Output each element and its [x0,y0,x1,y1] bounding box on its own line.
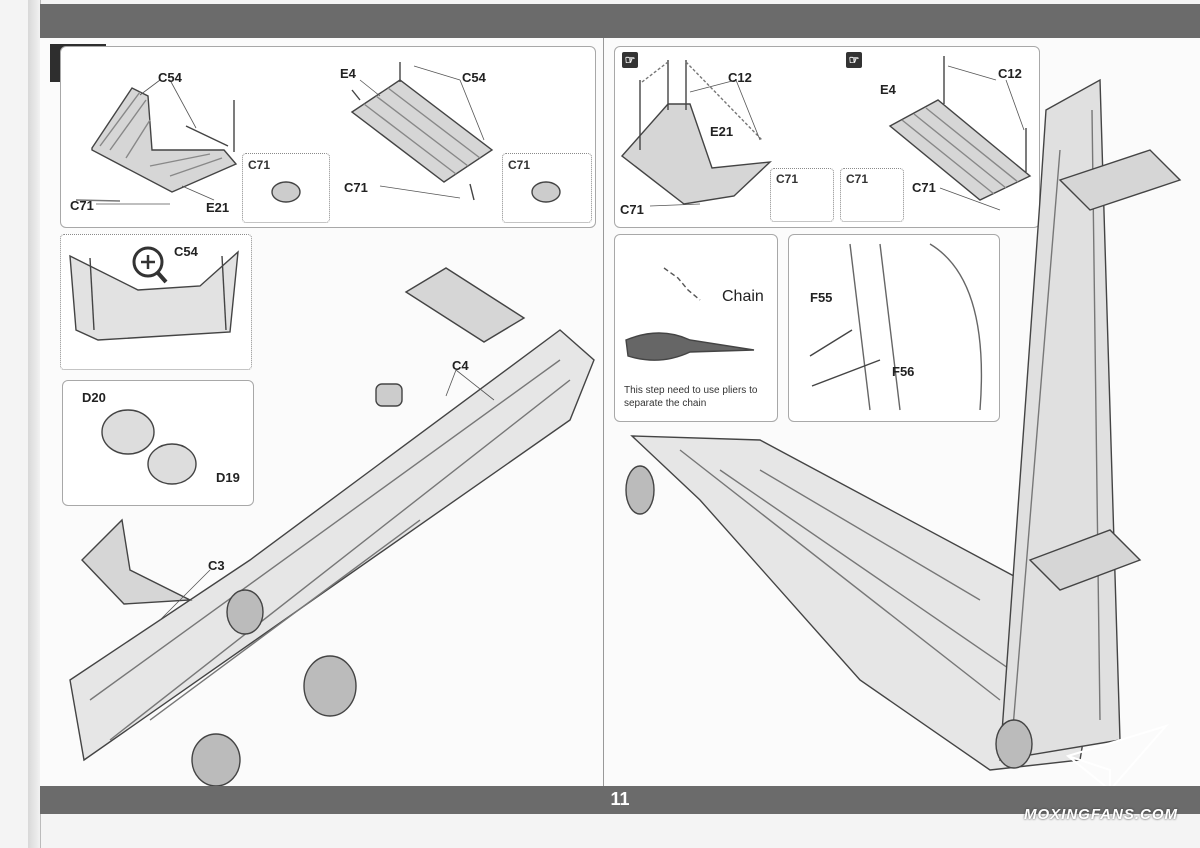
parts-box [62,380,254,506]
chain-label: Chain [722,288,764,305]
left-chassis [69,329,595,762]
label-c71-c: C71 [620,202,644,217]
label-c4: C4 [452,358,469,373]
label-c54-a: C54 [158,70,182,85]
left-platform-c3 [81,518,193,605]
watermark-text: MOXINGFANS.COM [1023,806,1178,823]
f-parts-box [788,234,1000,422]
label-e21-a: E21 [206,200,230,215]
right-inset-c71-b [840,168,904,222]
magnify-plus-icon [132,246,168,284]
platform-e4-b [888,99,1032,201]
left-platform-c4 [404,267,526,343]
label-inset-c71-a: C71 [248,158,271,172]
tower-platform-mid [1028,529,1142,591]
tower-platform-top [1058,149,1182,211]
label-inset-c71-d: C71 [846,172,869,186]
label-e21-b: E21 [710,124,734,139]
label-c12-a: C12 [728,70,752,85]
label-e4-a: E4 [340,66,356,81]
platform-e21-b [620,103,772,205]
pliers-note: This step need to use pliers to separate… [624,385,758,409]
label-f56: F56 [892,364,915,379]
hand-sign-icon: ☞ [846,52,862,68]
chain-link-drawing [663,267,701,301]
label-inset-c71-b: C71 [508,158,531,172]
bottom-bar: 11 [40,786,1200,814]
label-c71-b: C71 [344,180,368,195]
right-inset-c71-a [770,168,834,222]
zoom-platform [69,250,239,341]
erector-tower [999,78,1121,761]
label-c12-b: C12 [998,66,1022,81]
chain-box [614,234,778,422]
page-number: 11 [610,789,630,809]
page-divider [603,38,604,786]
label-c3: C3 [208,558,225,573]
label-c54-zoom: C54 [174,244,198,259]
label-f55: F55 [810,290,833,305]
top-bar [40,4,1200,38]
label-d20: D20 [82,390,106,405]
hand-sign-icon: ☞ [622,52,638,68]
paper-plane-logo-icon [1065,724,1170,792]
label-d19: D19 [216,470,240,485]
pliers-drawing [625,332,755,361]
label-inset-c71-c: C71 [776,172,799,186]
label-c54-b: C54 [462,70,486,85]
label-c71-d: C71 [912,180,936,195]
label-c71-a: C71 [70,198,94,213]
label-e4-b: E4 [880,82,896,97]
